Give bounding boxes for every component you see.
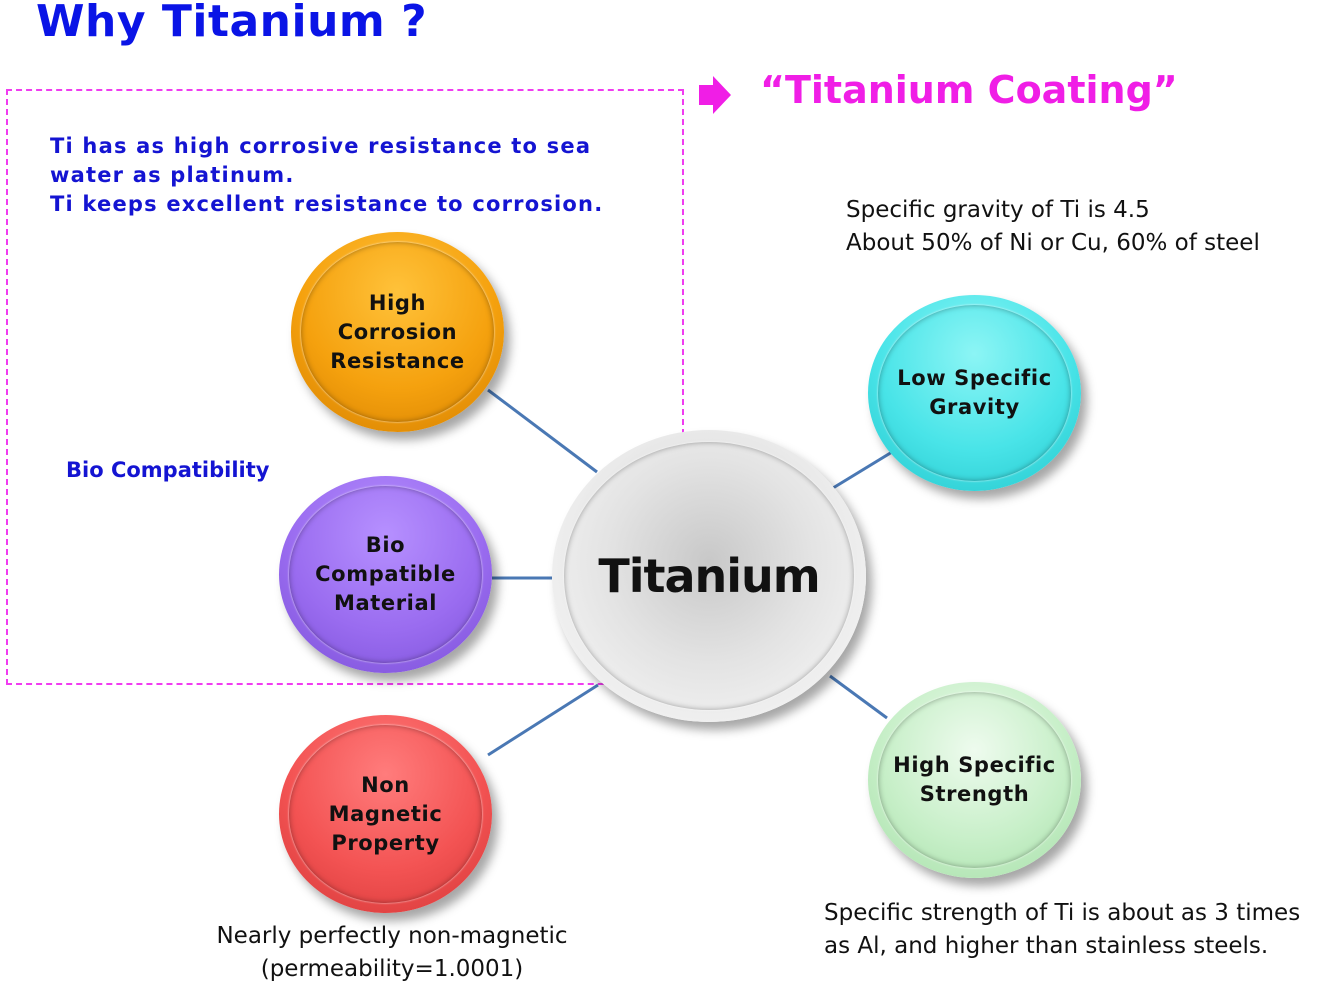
corrosion-note-line: Ti has as high corrosive resistance to s… <box>50 134 592 158</box>
arrow-right-icon <box>699 76 731 114</box>
dashed-highlight-box <box>6 89 684 685</box>
gravity-note-line: Specific gravity of Ti is 4.5 <box>846 197 1150 223</box>
strength-note-line: Specific strength of Ti is about as 3 ti… <box>824 900 1301 926</box>
page-title: Why Titanium ? <box>36 0 428 47</box>
corrosion-note: Ti has as high corrosive resistance to s… <box>50 132 603 219</box>
magnetic-note-line: (permeability=1.0001) <box>260 956 524 982</box>
node-titanium-center: Titanium <box>552 430 866 722</box>
corrosion-note-line: water as platinum. <box>50 163 295 187</box>
strength-note: Specific strength of Ti is about as 3 ti… <box>824 897 1300 963</box>
corrosion-note-line: Ti keeps excellent resistance to corrosi… <box>50 192 604 216</box>
center-label: Titanium <box>598 549 820 603</box>
bio-compatibility-note: Bio Compatibility <box>66 458 270 482</box>
magnetic-note-line: Nearly perfectly non-magnetic <box>216 923 568 949</box>
strength-note-line: as Al, and higher than stainless steels. <box>824 933 1269 959</box>
magnetic-note: Nearly perfectly non-magnetic (permeabil… <box>212 920 572 986</box>
connector-magnetic <box>487 683 599 757</box>
connector-corrosion <box>487 388 598 474</box>
gravity-note-line: About 50% of Ni or Cu, 60% of steel <box>846 230 1260 256</box>
connector-strength <box>829 674 888 720</box>
titanium-coating-heading: “Titanium Coating” <box>760 68 1178 112</box>
gravity-note: Specific gravity of Ti is 4.5 About 50% … <box>846 194 1260 260</box>
connector-gravity <box>832 450 893 490</box>
